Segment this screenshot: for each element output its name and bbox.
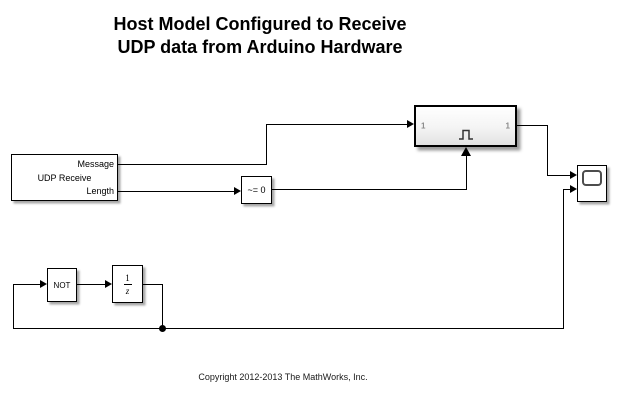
model-title-line2: UDP data from Arduino Hardware [117,37,403,57]
wire-length-arrowhead [234,187,241,195]
wire-message-v[interactable] [266,124,267,165]
not-operator-label: NOT [53,280,71,290]
not-operator-block[interactable]: NOT [47,268,77,302]
wire-trigger-arrowhead [461,147,471,156]
triggered-subsystem-block[interactable]: 1 1 [414,105,517,147]
udp-output-port-message-label: Message [77,159,114,169]
scope-display-icon [582,170,602,186]
wire-length[interactable] [118,191,234,192]
wire-scope-in2-h[interactable] [563,189,570,190]
scope-block[interactable] [577,165,607,202]
unit-delay-fraction-bar [123,283,132,285]
wire-subsystem-out-h1[interactable] [517,125,547,126]
wire-message-h1[interactable] [118,164,266,165]
wire-not-out[interactable] [77,284,105,285]
wire-feedback-bottom[interactable] [13,328,564,329]
wire-feedback-left-v[interactable] [13,284,14,329]
wire-not-in[interactable] [13,284,40,285]
wire-compare-out-h[interactable] [272,189,467,190]
wire-subsystem-out-h2[interactable] [547,175,570,176]
wire-message-arrowhead [407,120,414,128]
wire-delay-in-arrowhead [105,280,112,288]
subsystem-outport-label: 1 [505,121,510,131]
wire-delay-out-v[interactable] [162,284,163,329]
wire-scope-in2-arrowhead [570,185,577,193]
wire-subsystem-out-v[interactable] [547,125,548,176]
wire-delay-out-h[interactable] [143,284,162,285]
model-title: Host Model Configured to Receive UDP dat… [113,13,406,59]
udp-receive-block[interactable]: Message UDP Receive Length [11,154,118,201]
udp-output-port-length-label: Length [86,186,114,196]
wire-compare-out-v[interactable] [466,155,467,190]
copyright-annotation: Copyright 2012-2013 The MathWorks, Inc. [198,372,368,382]
compare-to-zero-block[interactable]: ~= 0 [241,176,272,204]
wire-not-in-arrowhead [40,280,47,288]
udp-receive-block-label: UDP Receive [37,172,92,183]
wire-feedback-right-v[interactable] [563,189,564,329]
wire-message-h2[interactable] [266,124,407,125]
unit-delay-denominator: z [125,285,130,296]
subsystem-inport-label: 1 [421,121,426,131]
trigger-pulse-icon [458,127,474,145]
unit-delay-numerator: 1 [125,272,130,283]
wire-junction-dot [159,325,166,332]
model-title-line1: Host Model Configured to Receive [113,14,407,34]
wire-scope-in1-arrowhead [570,171,577,179]
unit-delay-block[interactable]: 1 z [112,265,143,303]
compare-to-zero-label: ~= 0 [247,185,266,195]
